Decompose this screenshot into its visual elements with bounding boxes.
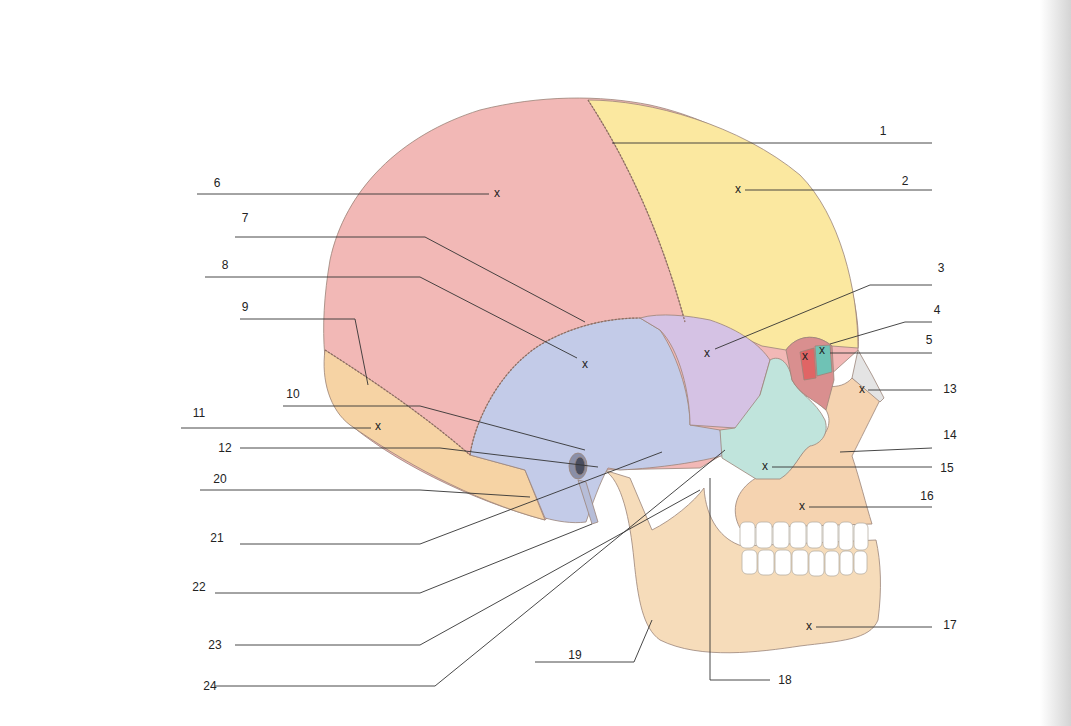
callout-number: 17 — [943, 619, 956, 631]
tooth — [773, 522, 789, 548]
callout-number: 20 — [213, 473, 226, 485]
leader-line — [535, 620, 652, 662]
squamous-suture — [470, 318, 640, 455]
point-marker: x — [704, 347, 710, 359]
styloid-process — [578, 480, 598, 524]
callout-number: 15 — [940, 462, 953, 474]
tooth — [823, 522, 838, 549]
callout-number: 5 — [926, 334, 933, 346]
point-marker: x — [494, 187, 500, 199]
tooth — [756, 522, 772, 548]
callout-number: 6 — [214, 177, 221, 189]
leader-line — [215, 450, 725, 686]
tooth — [792, 550, 808, 575]
callout-number: 21 — [210, 532, 223, 544]
callout-number: 2 — [902, 175, 909, 187]
leader-line — [240, 448, 598, 467]
leader-line — [235, 490, 700, 645]
tooth — [840, 551, 853, 575]
callout-number: 1 — [880, 125, 887, 137]
callout-number: 8 — [222, 259, 229, 271]
callout-number: 24 — [203, 680, 216, 692]
tooth — [740, 522, 755, 548]
lacrimal-bone — [800, 348, 816, 380]
point-marker: x — [819, 344, 825, 356]
tooth — [825, 551, 839, 576]
point-marker: x — [375, 420, 381, 432]
leader-line — [200, 490, 530, 497]
point-marker: x — [859, 383, 865, 395]
callout-number: 22 — [192, 581, 205, 593]
leader-line — [235, 237, 585, 322]
leader-line — [181, 428, 371, 429]
point-marker: x — [802, 350, 808, 362]
external-acoustic-meatus — [569, 453, 587, 479]
leader-line — [715, 285, 932, 349]
tooth — [775, 550, 791, 575]
callout-number: 3 — [938, 262, 945, 274]
leader-line — [816, 627, 932, 628]
tooth — [742, 550, 757, 574]
point-marker: x — [582, 358, 588, 370]
callout-number: 10 — [286, 388, 299, 400]
tooth — [854, 523, 868, 550]
leader-line — [840, 448, 932, 452]
callout-number: 13 — [943, 383, 956, 395]
sutures — [325, 100, 685, 455]
leader-line — [809, 507, 932, 508]
point-marker: x — [762, 460, 768, 472]
point-marker: x — [735, 183, 741, 195]
leader-line — [240, 452, 662, 544]
leader-line — [205, 277, 577, 358]
leader-line — [830, 322, 932, 344]
orbit-cavity — [786, 337, 834, 410]
meatus-shadow — [575, 457, 585, 475]
callout-number: 4 — [934, 304, 941, 316]
callout-number: 18 — [778, 674, 791, 686]
page-shadow — [1040, 0, 1071, 726]
leader-line — [868, 390, 932, 391]
coronal-suture — [588, 100, 685, 322]
ethmoid-bone — [815, 345, 832, 376]
frontal-bone — [588, 100, 858, 350]
callout-number: 19 — [568, 649, 581, 661]
leader-line — [215, 524, 592, 593]
callout-number: 23 — [208, 639, 221, 651]
tooth — [758, 550, 774, 575]
callout-number: 16 — [920, 490, 933, 502]
leader-line — [612, 143, 932, 144]
callout-number: 11 — [193, 407, 205, 419]
teeth — [740, 522, 868, 576]
leader-lines — [181, 143, 932, 686]
leader-line — [197, 194, 489, 195]
callout-number: 7 — [242, 212, 249, 224]
tooth — [790, 522, 806, 548]
tooth — [854, 551, 867, 574]
leader-line — [830, 353, 932, 354]
point-marker: x — [806, 620, 812, 632]
callout-number: 12 — [218, 442, 231, 454]
leader-line — [710, 478, 770, 680]
lambdoid-suture — [325, 350, 470, 455]
leader-line — [772, 467, 932, 468]
leader-line — [240, 319, 368, 385]
point-marker: x — [799, 500, 805, 512]
nasal-bone — [852, 350, 884, 402]
tooth — [807, 522, 822, 548]
tooth — [839, 522, 853, 550]
callout-number: 14 — [943, 429, 956, 441]
tooth — [809, 551, 824, 576]
leader-line — [745, 190, 932, 191]
callout-number: 9 — [242, 301, 249, 313]
